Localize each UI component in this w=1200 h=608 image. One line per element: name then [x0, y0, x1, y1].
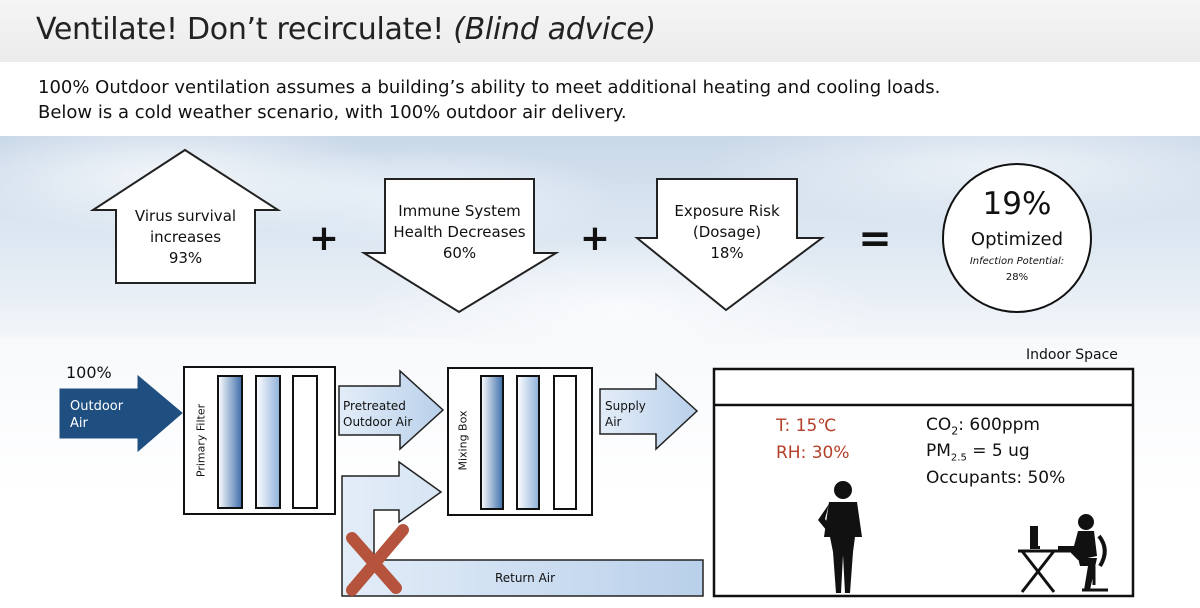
immune-value: 60% — [442, 244, 477, 262]
pm-prefix: PM — [926, 441, 951, 461]
mixing-panel-3 — [553, 375, 577, 510]
supply-air-arrow — [599, 372, 699, 451]
intro-line-1: 100% Outdoor ventilation assumes a build… — [38, 77, 941, 98]
title-sub: (Blind advice) — [453, 12, 656, 47]
exposure-line-2: (Dosage) — [692, 223, 762, 241]
exposure-label: Exposure Risk (Dosage) 18% — [657, 201, 797, 264]
virus-line-2: increases — [149, 228, 222, 246]
return-air-label: Return Air — [494, 571, 556, 585]
title-main: Ventilate! Don’t recirculate! — [36, 12, 444, 47]
return-air-duct — [341, 460, 704, 597]
pretreated-line-1: Pretreated — [343, 399, 406, 413]
result-sub-value: 28% — [1005, 272, 1029, 283]
plus-sign-2: + — [579, 218, 611, 259]
blocked-x-icon — [346, 524, 409, 596]
filter-panel-2 — [255, 375, 281, 509]
co2-suffix: : 600ppm — [958, 415, 1040, 435]
standing-person-icon — [818, 481, 862, 593]
co2-reading: CO2: 600ppm — [926, 415, 1040, 437]
intro-text: 100% Outdoor ventilation assumes a build… — [38, 75, 940, 125]
temperature-reading: T: 15℃ — [776, 416, 837, 436]
indoor-space-label: Indoor Space — [1026, 347, 1118, 363]
immune-line-1: Immune System — [398, 202, 521, 220]
outdoor-line-2: Air — [70, 416, 88, 431]
co2-prefix: CO — [926, 415, 952, 435]
virus-label: Virus survival increases 93% — [116, 206, 255, 269]
down-arrow-immune — [360, 178, 560, 314]
pretreated-air-arrow — [338, 369, 445, 451]
immune-label: Immune System Health Decreases 60% — [385, 201, 534, 264]
supply-line-2: Air — [605, 415, 622, 429]
pm-sub: 2.5 — [950, 452, 967, 464]
supply-label: Supply Air — [605, 398, 646, 430]
equals-sign: = — [858, 216, 892, 262]
outdoor-line-1: Outdoor — [70, 399, 124, 414]
pm-suffix: = 5 ug — [966, 441, 1030, 461]
mixing-panel-2 — [516, 375, 540, 510]
mixing-box-label: Mixing Box — [456, 410, 470, 471]
down-arrow-exposure — [634, 178, 825, 312]
supply-line-1: Supply — [605, 399, 646, 413]
virus-value: 93% — [168, 249, 203, 267]
result-value: 19% — [982, 186, 1052, 222]
outdoor-percent: 100% — [66, 363, 112, 382]
result-circle — [942, 163, 1092, 313]
result-sub: Infection Potential: — [969, 256, 1065, 267]
outdoor-air-arrow — [59, 374, 183, 453]
slide-title: Ventilate! Don’t recirculate! (Blind adv… — [36, 12, 656, 47]
filter-panel-3 — [292, 375, 318, 509]
occupants-reading: Occupants: 50% — [926, 468, 1066, 488]
humidity-reading: RH: 30% — [776, 443, 850, 463]
title-band — [0, 0, 1200, 62]
result-label: Optimized — [970, 229, 1064, 250]
virus-line-1: Virus survival — [134, 207, 237, 225]
outdoor-air-label: Outdoor Air — [70, 398, 123, 432]
up-arrow-virus — [89, 148, 282, 284]
immune-line-2: Health Decreases — [393, 223, 526, 241]
mixing-panel-1 — [480, 375, 504, 510]
intro-line-2: Below is a cold weather scenario, with 1… — [38, 102, 627, 123]
pm-reading: PM2.5 = 5 ug — [926, 441, 1030, 463]
primary-filter-label: Primary Filter — [194, 403, 208, 478]
pretreated-label: Pretreated Outdoor Air — [343, 398, 412, 430]
seated-person-desk-icon — [1018, 514, 1108, 593]
co2-sub: 2 — [951, 424, 959, 438]
exposure-line-1: Exposure Risk — [674, 202, 780, 220]
pretreated-line-2: Outdoor Air — [343, 415, 413, 429]
indoor-space-box — [712, 367, 1135, 598]
filter-panel-1 — [217, 375, 243, 509]
plus-sign-1: + — [308, 218, 340, 259]
exposure-value: 18% — [710, 244, 744, 262]
